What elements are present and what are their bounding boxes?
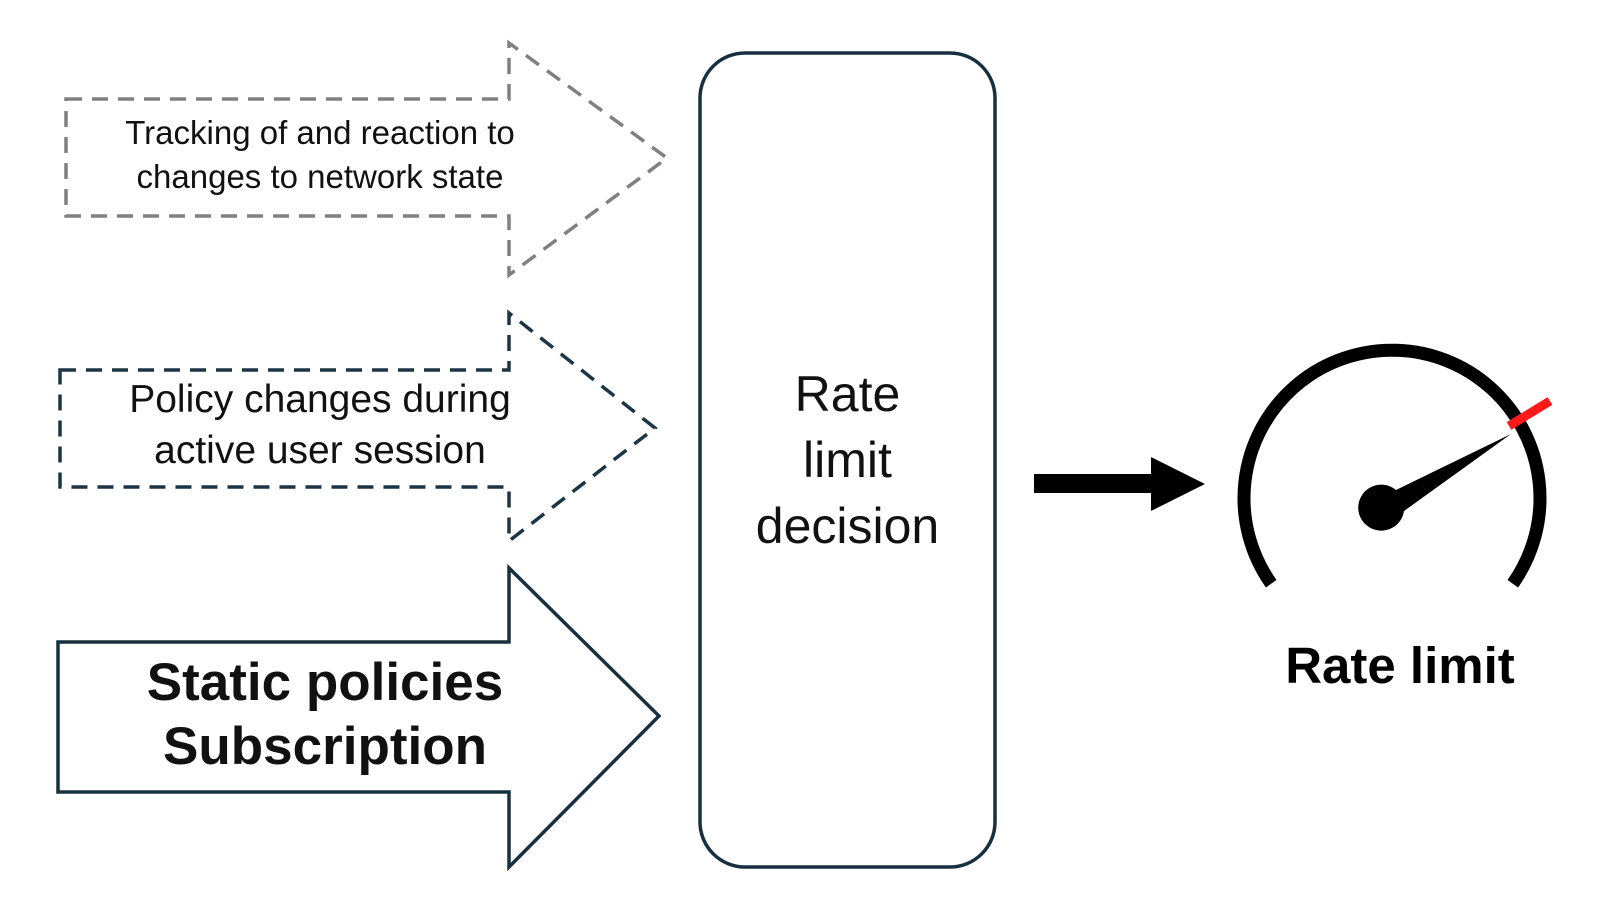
input-label-network-state: Tracking of and reaction to changes to n… [125, 114, 515, 195]
input-label-policy-changes: Policy changes during active user sessio… [129, 378, 511, 472]
decision-box-label: Rate limit decision [755, 366, 940, 554]
input-arrow-network-state [64, 39, 670, 279]
output-arrow [1034, 457, 1205, 511]
output-label-rate-limit: Rate limit [1285, 636, 1515, 694]
input-arrow-policy-changes [58, 309, 658, 545]
input-arrow-static-policies [56, 563, 662, 872]
input-label-static-policies: Static policies Subscription [146, 653, 504, 776]
decision-box [698, 51, 997, 869]
speedometer-icon [1237, 343, 1553, 588]
